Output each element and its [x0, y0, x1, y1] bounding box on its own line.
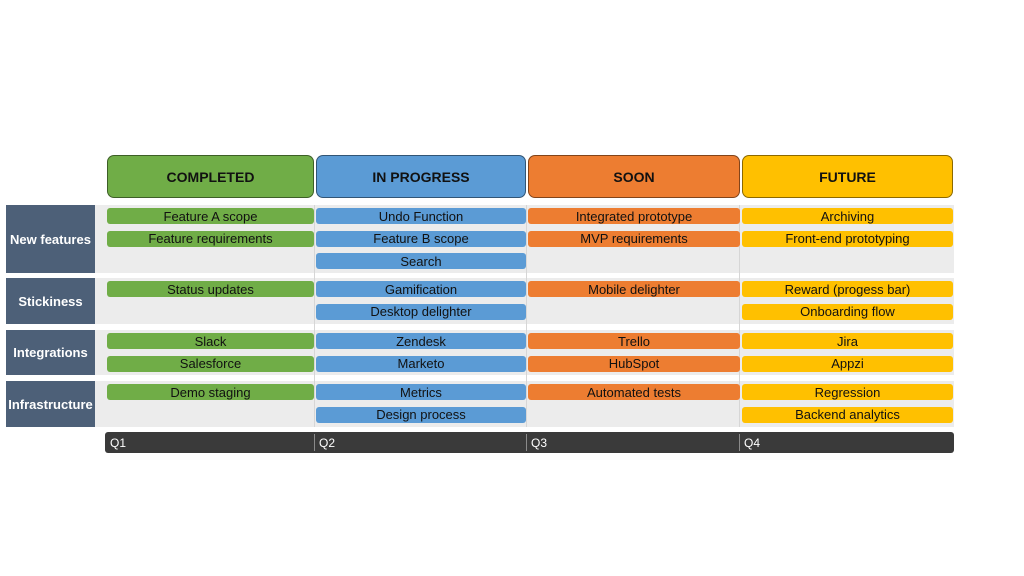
roadmap-item-completed[interactable]: Demo staging [107, 384, 314, 400]
quarter-tick [739, 434, 740, 451]
roadmap-item-soon[interactable]: HubSpot [528, 355, 740, 372]
roadmap-item-future[interactable]: Archiving [742, 208, 953, 224]
column-divider [526, 205, 527, 427]
roadmap-item-future[interactable]: Reward (progess bar) [742, 281, 953, 297]
roadmap-item-completed[interactable]: Feature A scope [107, 208, 314, 224]
roadmap-item-future[interactable]: Regression [742, 384, 953, 400]
quarter-label-q4: Q4 [744, 436, 761, 450]
quarter-label-q1: Q1 [110, 436, 127, 450]
quarter-label-q2: Q2 [319, 436, 336, 450]
column-header-future: FUTURE [742, 155, 953, 198]
roadmap-item-soon[interactable]: Automated tests [528, 384, 740, 400]
row-label-new-features: New features [6, 205, 95, 273]
roadmap-item-future[interactable]: Backend analytics [742, 406, 953, 423]
roadmap-item-in-progress[interactable]: Gamification [316, 281, 526, 297]
quarter-tick [314, 434, 315, 451]
roadmap-item-in-progress[interactable]: Feature B scope [316, 230, 526, 247]
roadmap-item-soon[interactable]: Mobile delighter [528, 281, 740, 297]
column-header-completed: COMPLETED [107, 155, 314, 198]
column-header-in-progress: IN PROGRESS [316, 155, 526, 198]
roadmap-item-future[interactable]: Appzi [742, 355, 953, 372]
roadmap-item-in-progress[interactable]: Undo Function [316, 208, 526, 224]
roadmap-item-in-progress[interactable]: Desktop delighter [316, 303, 526, 320]
row-label-infrastructure: Infrastructure [6, 381, 95, 427]
roadmap-item-in-progress[interactable]: Metrics [316, 384, 526, 400]
roadmap-item-future[interactable]: Front-end prototyping [742, 230, 953, 247]
roadmap-item-completed[interactable]: Feature requirements [107, 230, 314, 247]
row-label-integrations: Integrations [6, 330, 95, 375]
roadmap-item-completed[interactable]: Salesforce [107, 355, 314, 372]
quarter-label-q3: Q3 [531, 436, 548, 450]
roadmap-item-in-progress[interactable]: Marketo [316, 355, 526, 372]
roadmap-item-future[interactable]: Jira [742, 333, 953, 349]
roadmap-item-in-progress[interactable]: Zendesk [316, 333, 526, 349]
roadmap-item-soon[interactable]: Integrated prototype [528, 208, 740, 224]
column-header-soon: SOON [528, 155, 740, 198]
roadmap-item-completed[interactable]: Slack [107, 333, 314, 349]
roadmap-item-soon[interactable]: Trello [528, 333, 740, 349]
roadmap-item-completed[interactable]: Status updates [107, 281, 314, 297]
roadmap-item-future[interactable]: Onboarding flow [742, 303, 953, 320]
roadmap-item-in-progress[interactable]: Design process [316, 406, 526, 423]
quarter-timeline [105, 432, 954, 453]
roadmap-item-in-progress[interactable]: Search [316, 253, 526, 269]
quarter-tick [526, 434, 527, 451]
column-divider [739, 205, 740, 427]
roadmap-item-soon[interactable]: MVP requirements [528, 230, 740, 247]
column-divider [314, 205, 315, 427]
row-label-stickiness: Stickiness [6, 278, 95, 324]
